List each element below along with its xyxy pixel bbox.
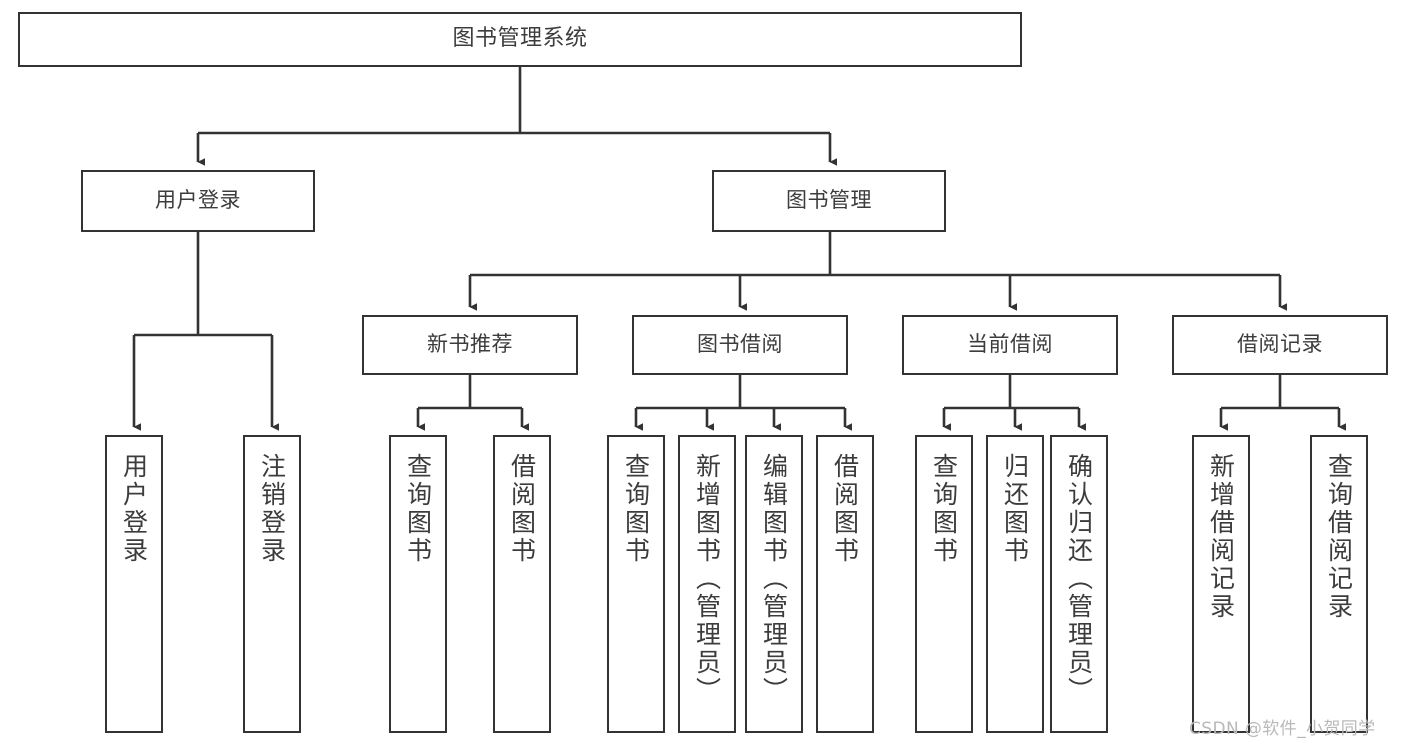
node-label: 借阅图书 (830, 453, 860, 565)
node-book-management[interactable]: 图书管理 (712, 170, 946, 232)
leaf-query-book-newbook[interactable]: 查询图书 (389, 435, 447, 733)
leaf-query-borrow-record[interactable]: 查询借阅记录 (1310, 435, 1368, 733)
node-user-login[interactable]: 用户登录 (81, 170, 315, 232)
leaf-query-book-current[interactable]: 查询图书 (915, 435, 973, 733)
leaf-add-borrow-record[interactable]: 新增借阅记录 (1192, 435, 1250, 733)
leaf-logout[interactable]: 注销登录 (243, 435, 301, 733)
leaf-query-book-borrow[interactable]: 查询图书 (607, 435, 665, 733)
leaf-user-login[interactable]: 用户登录 (105, 435, 163, 733)
node-label: 确认归还（管理员） (1064, 453, 1094, 705)
node-label: 图书借阅 (697, 332, 783, 357)
node-label: 查询借阅记录 (1324, 453, 1354, 621)
node-label: 借阅图书 (507, 453, 537, 565)
node-label: 编辑图书（管理员） (759, 453, 789, 705)
node-label: 归还图书 (1000, 453, 1030, 565)
node-label: 查询图书 (929, 453, 959, 565)
node-label: 新增借阅记录 (1206, 453, 1236, 621)
leaf-borrow-book-newbook[interactable]: 借阅图书 (493, 435, 551, 733)
leaf-return-book[interactable]: 归还图书 (986, 435, 1044, 733)
node-label: 图书管理 (786, 188, 872, 213)
node-label: 用户登录 (119, 453, 149, 565)
node-label: 用户登录 (155, 188, 241, 213)
node-borrow-record[interactable]: 借阅记录 (1172, 315, 1388, 375)
leaf-add-book-admin[interactable]: 新增图书（管理员） (678, 435, 736, 733)
leaf-borrow-book[interactable]: 借阅图书 (816, 435, 874, 733)
node-label: 当前借阅 (967, 332, 1053, 357)
node-label: 注销登录 (257, 453, 287, 565)
node-new-book-recommend[interactable]: 新书推荐 (362, 315, 578, 375)
node-label: 借阅记录 (1237, 332, 1323, 357)
node-label: 查询图书 (403, 453, 433, 565)
node-label: 新增图书（管理员） (692, 453, 722, 705)
node-current-borrow[interactable]: 当前借阅 (902, 315, 1118, 375)
leaf-confirm-return-admin[interactable]: 确认归还（管理员） (1050, 435, 1108, 733)
node-root-system[interactable]: 图书管理系统 (18, 12, 1022, 67)
leaf-edit-book-admin[interactable]: 编辑图书（管理员） (745, 435, 803, 733)
node-label: 查询图书 (621, 453, 651, 565)
node-label: 图书管理系统 (452, 26, 588, 52)
node-book-borrow[interactable]: 图书借阅 (632, 315, 848, 375)
node-label: 新书推荐 (427, 332, 513, 357)
